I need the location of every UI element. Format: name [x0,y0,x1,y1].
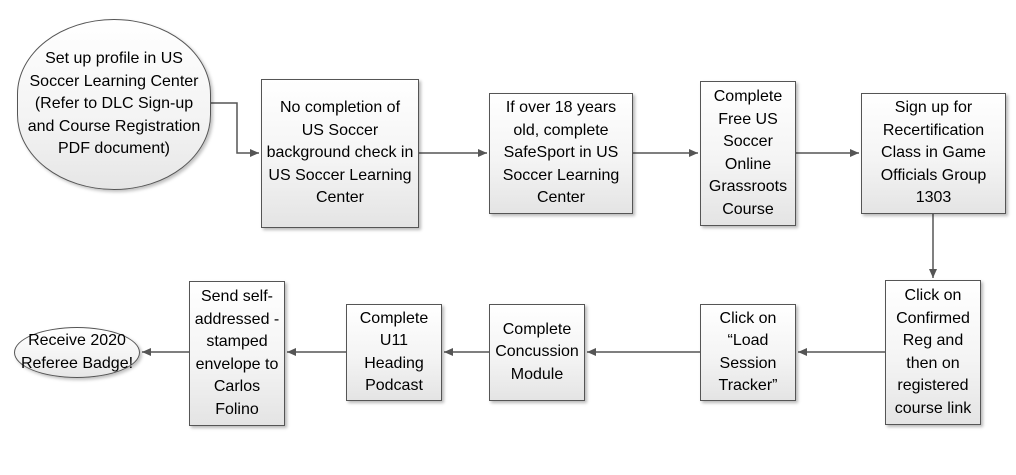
node-send-envelope: Send self- addressed - stamped envelope … [189,281,285,426]
node-background-check-label: No completion of US Soccer background ch… [266,99,414,207]
node-heading-podcast: Complete U11 Heading Podcast [346,304,442,401]
node-grassroots-course-label: Complete Free US Soccer Online Grassroot… [708,88,788,218]
node-receive-badge: Receive 2020 Referee Badge! [14,327,140,378]
node-background-check: No completion of US Soccer background ch… [261,79,419,228]
node-recertification-signup: Sign up for Recertification Class in Gam… [861,93,1006,214]
node-set-up-profile-label: Set up profile in US Soccer Learning Cen… [27,50,201,158]
node-receive-badge-label: Receive 2020 Referee Badge! [20,332,134,372]
arrow-n1-to-n2 [211,102,259,157]
node-safesport-label: If over 18 years old, complete SafeSport… [502,99,620,207]
node-heading-podcast-label: Complete U11 Heading Podcast [359,309,429,395]
node-load-session-tracker-label: Click on “Load Session Tracker” [718,309,778,395]
node-set-up-profile: Set up profile in US Soccer Learning Cen… [17,19,211,190]
node-grassroots-course: Complete Free US Soccer Online Grassroot… [700,81,796,226]
node-concussion-module-label: Complete Concussion Module [495,320,579,383]
node-confirmed-reg: Click on Confirmed Reg and then on regis… [885,280,981,425]
node-concussion-module: Complete Concussion Module [489,304,585,401]
node-load-session-tracker: Click on “Load Session Tracker” [700,304,796,401]
node-safesport: If over 18 years old, complete SafeSport… [489,93,633,214]
node-recertification-signup-label: Sign up for Recertification Class in Gam… [880,99,987,207]
node-confirmed-reg-label: Click on Confirmed Reg and then on regis… [894,287,972,417]
node-send-envelope-label: Send self- addressed - stamped envelope … [194,288,280,418]
